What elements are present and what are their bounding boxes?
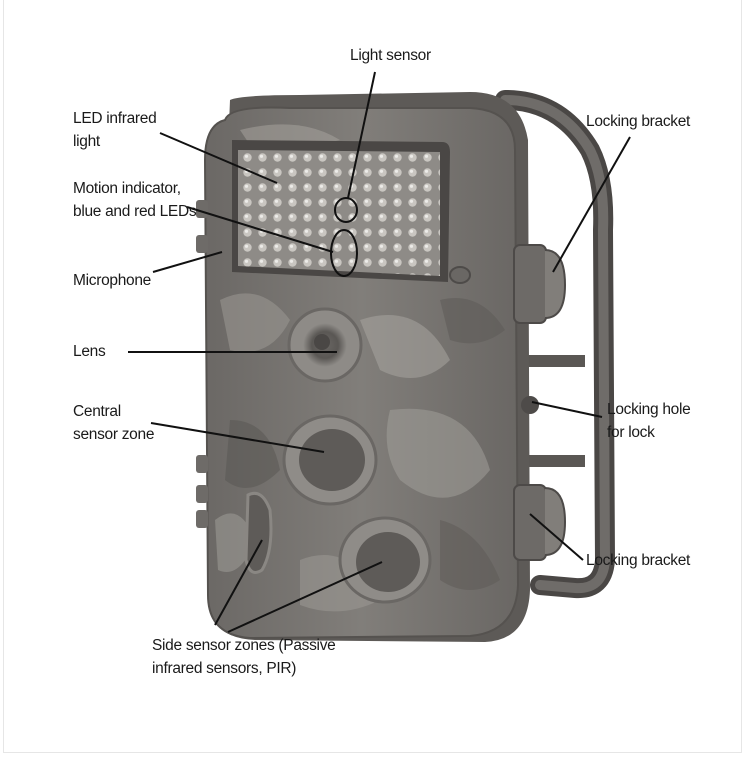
- label-locking-hole-line1: Locking hole: [607, 401, 691, 418]
- label-led-infrared: LED infrared light: [73, 107, 157, 153]
- label-motion-indicator-line2: blue and red LEDs: [73, 203, 197, 220]
- label-led-infrared-line1: LED infrared: [73, 110, 157, 127]
- motion-indicator-marker: [330, 229, 358, 277]
- leader-lines: [128, 71, 631, 633]
- label-motion-indicator: Motion indicator, blue and red LEDs: [73, 177, 197, 223]
- label-microphone: Microphone: [73, 272, 151, 289]
- led-panel: [232, 140, 450, 282]
- label-locking-bracket-top: Locking bracket: [586, 113, 691, 130]
- label-side-sensors-line2: infrared sensors, PIR): [152, 660, 297, 677]
- frame-border: [3, 0, 742, 753]
- light-sensor-marker: [334, 197, 358, 223]
- latches: [513, 244, 567, 561]
- label-locking-hole: Locking hole for lock: [607, 398, 691, 444]
- label-led-infrared-line2: light: [73, 133, 100, 150]
- central-sensor: [282, 414, 378, 506]
- label-side-sensors-line1: Side sensor zones (Passive: [152, 637, 336, 654]
- locking-bracket-strap: [495, 90, 616, 599]
- label-lens: Lens: [73, 343, 106, 360]
- label-light-sensor: Light sensor: [350, 47, 431, 64]
- side-sensor-left: [244, 491, 273, 574]
- label-locking-hole-line2: for lock: [607, 424, 655, 441]
- label-central-sensor-line2: sensor zone: [73, 426, 155, 443]
- lens: [287, 307, 363, 383]
- label-central-sensor: Central sensor zone: [73, 400, 154, 446]
- label-motion-indicator-line1: Motion indicator,: [73, 180, 181, 197]
- label-central-sensor-line1: Central: [73, 403, 121, 420]
- label-locking-bracket-bottom: Locking bracket: [586, 552, 691, 569]
- label-side-sensors: Side sensor zones (Passive infrared sens…: [152, 634, 336, 680]
- side-sensor-right: [338, 516, 432, 604]
